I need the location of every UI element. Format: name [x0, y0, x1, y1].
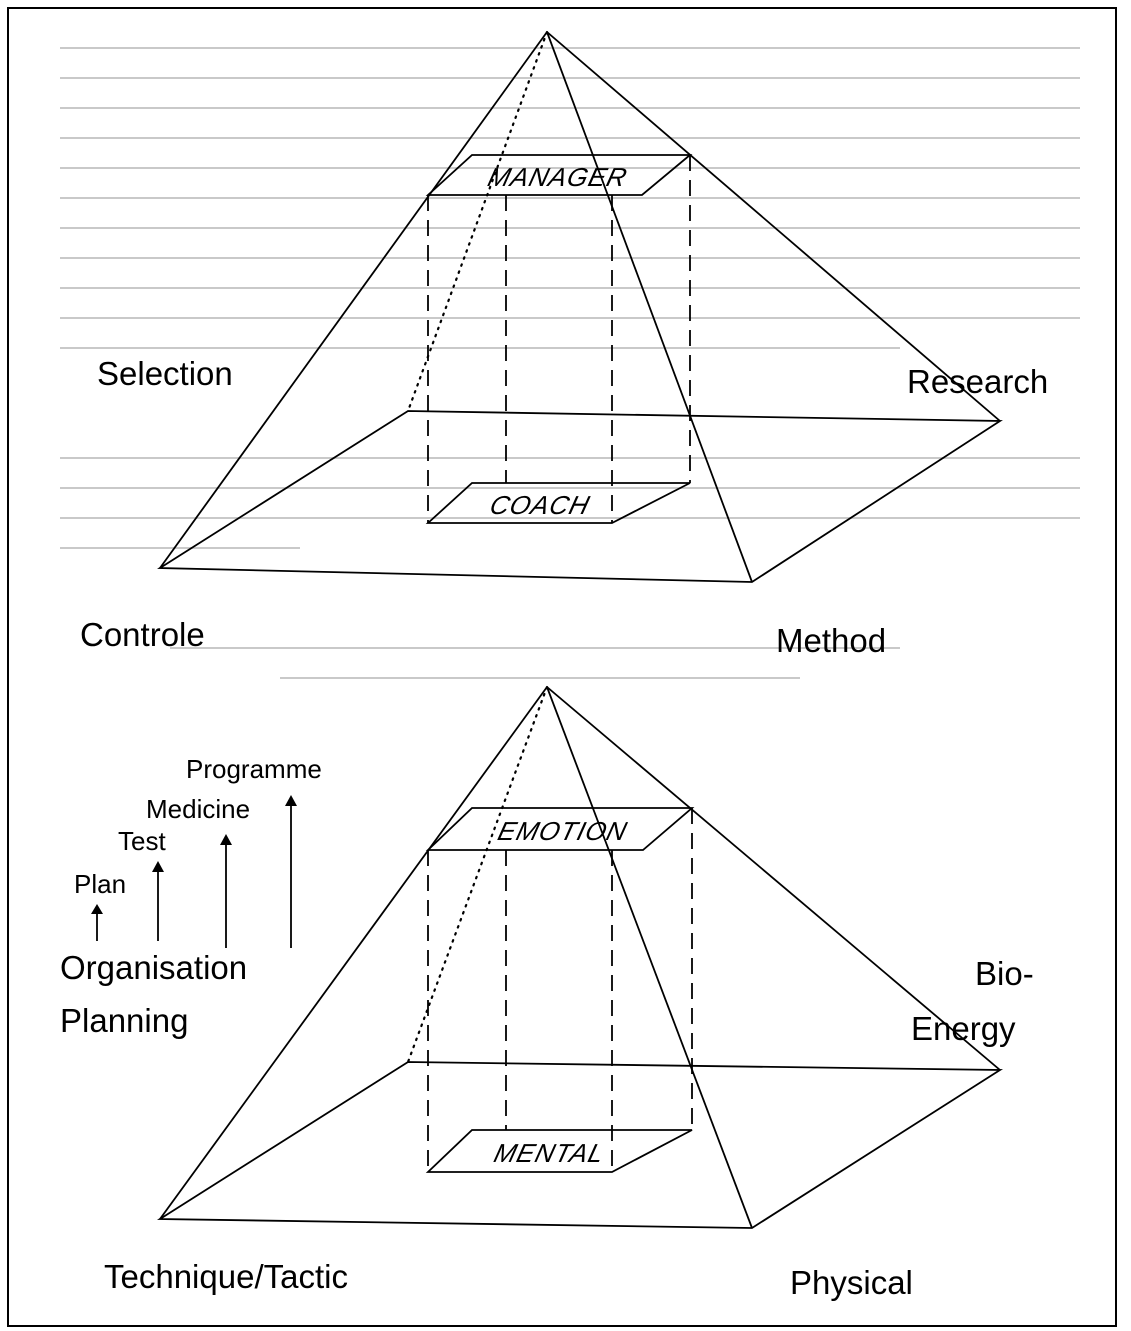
medicine-label: Medicine: [146, 794, 250, 824]
physical-label: Physical: [790, 1264, 913, 1301]
organisation-label: Organisation: [60, 949, 247, 986]
energy-label: Energy: [911, 1010, 1016, 1047]
programme-label: Programme: [186, 754, 322, 784]
research-label: Research: [907, 363, 1048, 400]
plan-arrow-icon: [91, 904, 103, 941]
controle-label: Controle: [80, 616, 205, 653]
planning-label: Planning: [60, 1002, 188, 1039]
top-pyramid: MANAGER COACH Selection Research Control…: [80, 30, 1048, 659]
emotion-label: EMOTION: [495, 816, 631, 846]
bio-label: Bio-: [975, 955, 1034, 992]
bleed-through-texture: [60, 47, 1080, 679]
mental-plane: [425, 1129, 693, 1173]
side-list: Plan Test Medicine Programme Organisatio…: [60, 754, 322, 1039]
method-label: Method: [776, 622, 886, 659]
manager-label: MANAGER: [485, 162, 631, 192]
selection-label: Selection: [97, 355, 233, 392]
medicine-arrow-icon: [220, 834, 232, 948]
technique-tactic-label: Technique/Tactic: [104, 1258, 348, 1295]
programme-arrow-icon: [285, 795, 297, 948]
page-border: [7, 7, 1117, 1327]
test-arrow-icon: [152, 861, 164, 941]
test-label: Test: [118, 826, 166, 856]
coach-label: COACH: [487, 490, 593, 520]
mental-label: MENTAL: [491, 1138, 608, 1168]
coach-plane: [425, 482, 691, 524]
plan-label: Plan: [74, 869, 126, 899]
bottom-pyramid: EMOTION MENTAL Bio- Energy Technique/Tac…: [104, 685, 1034, 1301]
